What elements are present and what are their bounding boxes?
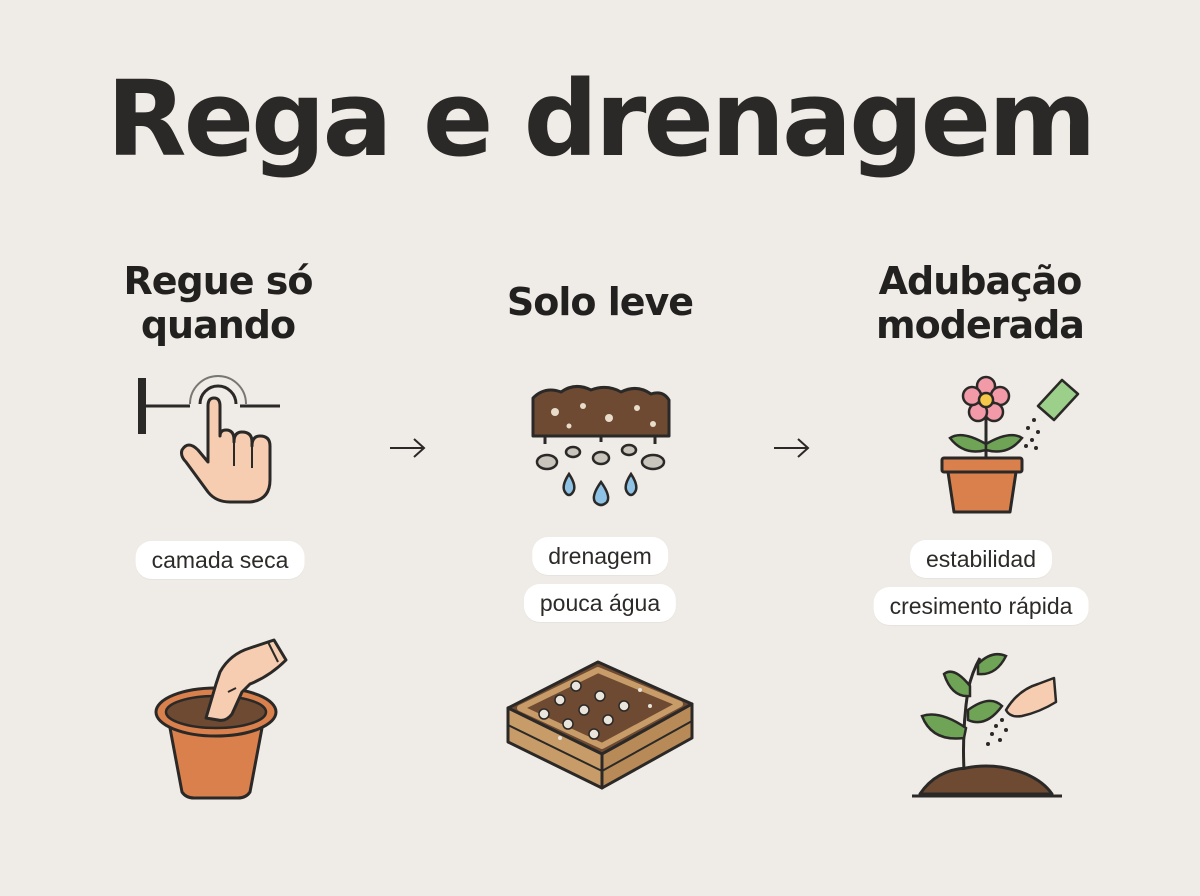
- page-title: Rega e drenagem: [106, 58, 1096, 180]
- hand-in-pot-icon: [154, 638, 288, 800]
- tag-camada-seca: camada seca: [135, 541, 305, 579]
- column-3-title-line-1: Adubação: [878, 259, 1083, 303]
- column-1-title: Regue só quando: [68, 259, 368, 347]
- tag-drenagem: drenagem: [532, 537, 668, 575]
- raised-bed-icon: [506, 660, 694, 790]
- finger-touch-soil-icon: [138, 375, 280, 504]
- seedling-fertilizing-icon: [912, 653, 1062, 798]
- column-2-title-line-1: Solo leve: [506, 280, 694, 324]
- column-3-title-line-2: moderada: [876, 303, 1085, 347]
- column-3-title: Adubação moderada: [830, 259, 1130, 347]
- column-2-title: Solo leve: [450, 280, 750, 324]
- tag-cresimento-rapida: cresimento rápida: [873, 587, 1089, 625]
- tag-estabilidad: estabilidad: [910, 540, 1052, 578]
- potted-flower-fertilizer-icon: [940, 375, 1080, 514]
- arrow-right-icon: [774, 438, 810, 458]
- soil-drainage-icon: [531, 385, 671, 507]
- tag-pouca-agua: pouca água: [523, 584, 677, 622]
- column-1-title-line-2: quando: [140, 303, 296, 347]
- column-1-title-line-1: Regue só: [123, 259, 313, 303]
- arrow-right-icon: [390, 438, 426, 458]
